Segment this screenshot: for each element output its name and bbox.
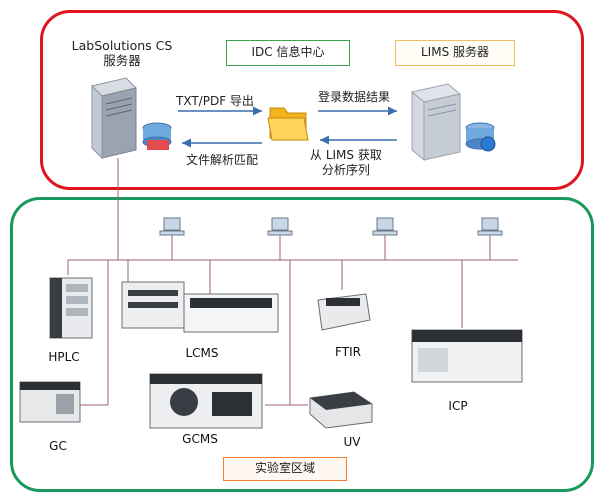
labsolutions-server-label: LabSolutions CS 服务器 (68, 38, 176, 68)
computer-icon (159, 217, 503, 236)
idc-center-tag: IDC 信息中心 (226, 40, 350, 66)
labsolutions-server-line2: 服务器 (103, 53, 141, 68)
hplc-label: HPLC (48, 350, 80, 364)
icp-label: ICP (448, 399, 468, 413)
folder-icon (267, 107, 309, 141)
network-wires (67, 158, 518, 406)
gcms-label: GCMS (182, 432, 218, 446)
fetch-label: 从 LIMS 获取 分析序列 (310, 148, 382, 178)
data-center-zone (40, 10, 584, 190)
lcms-label: LCMS (185, 346, 219, 360)
ftir-label: FTIR (335, 345, 361, 359)
icp-instrument-icon (411, 329, 523, 383)
lab-region-tag: 实验室区域 (223, 457, 347, 481)
lcms-instrument-icon (121, 281, 279, 333)
uv-instrument-icon (309, 391, 373, 429)
lims-server-icon (410, 83, 496, 162)
fetch-label-line1: 从 LIMS 获取 (310, 148, 382, 162)
parse-label: 文件解析匹配 (186, 153, 259, 167)
uv-label: UV (343, 435, 361, 449)
hplc-instrument-icon (49, 277, 93, 339)
ftir-instrument-icon (317, 293, 371, 331)
lims-server-tag: LIMS 服务器 (395, 40, 515, 66)
gc-label: GC (49, 439, 67, 453)
labsolutions-server-icon (91, 77, 172, 160)
gcms-instrument-icon (149, 373, 263, 429)
gc-instrument-icon (19, 381, 81, 423)
login-label: 登录数据结果 (318, 90, 391, 104)
fetch-label-line2: 分析序列 (321, 163, 370, 177)
labsolutions-server-line1: LabSolutions CS (71, 38, 173, 53)
lab-zone (10, 197, 594, 492)
export-label: TXT/PDF 导出 (176, 94, 254, 108)
